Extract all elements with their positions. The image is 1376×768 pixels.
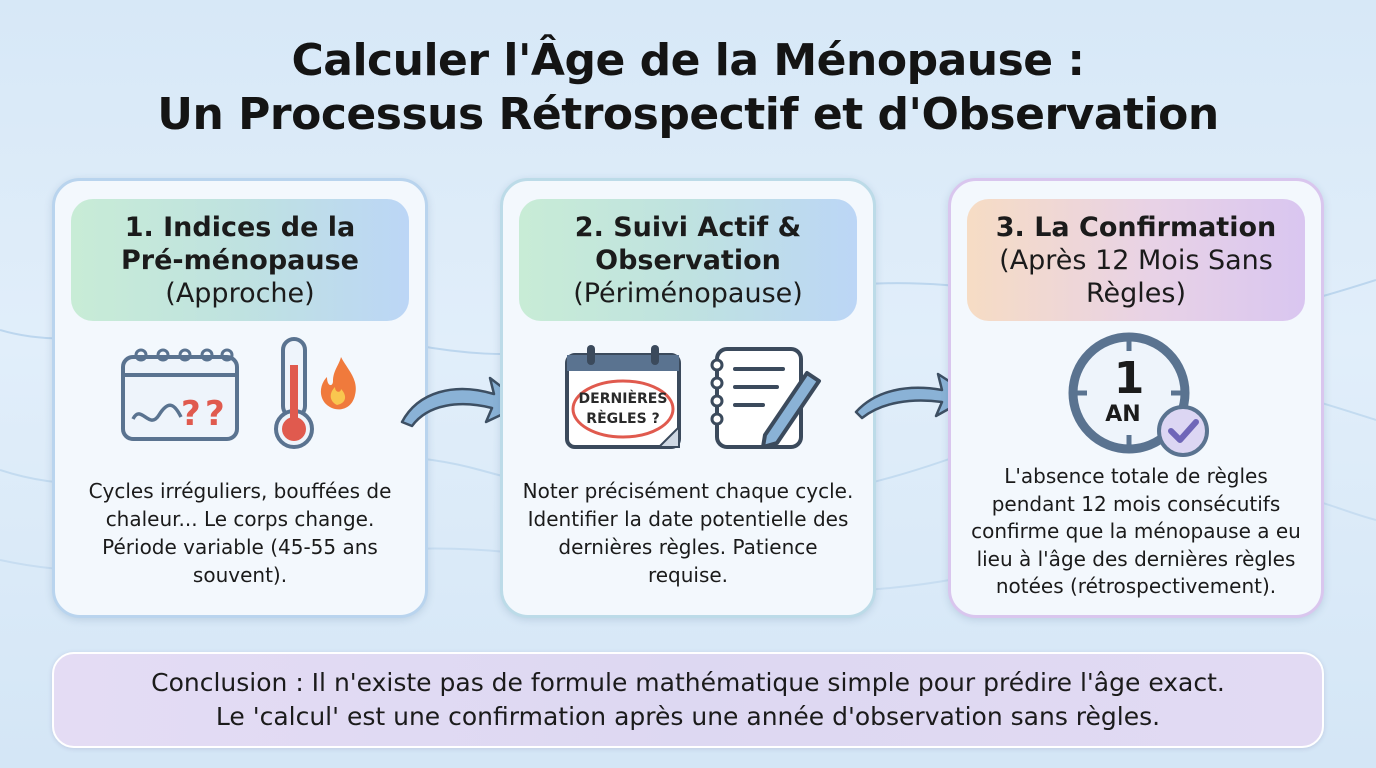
step-2-heading-line-2: Observation — [595, 244, 781, 276]
conclusion-line-2: Le 'calcul' est une confirmation après u… — [215, 702, 1161, 731]
calendar-question-icon: ? ? — [121, 348, 239, 441]
svg-text:?: ? — [205, 394, 225, 434]
clock-number: 1 — [1114, 353, 1145, 404]
step-1-header: 1. Indices de la Pré-ménopause (Approche… — [71, 199, 409, 321]
title-line-1: Calculer l'Âge de la Ménopause : — [291, 35, 1085, 86]
step-1-heading-line-3: (Approche) — [165, 277, 315, 309]
one-year-clock-icon: 1 AN — [1068, 332, 1209, 457]
step-3-icons: 1 AN — [951, 331, 1321, 461]
step-3-heading-line-3: Règles) — [1085, 277, 1186, 309]
conclusion-box: Conclusion : Il n'existe pas de formule … — [52, 652, 1324, 748]
step-2-description: Noter précisément chaque cycle. Identifi… — [522, 479, 854, 587]
step-card-2: 2. Suivi Actif & Observation (Périménopa… — [500, 178, 876, 618]
step-2-heading-line-1: 2. Suivi Actif & — [574, 211, 802, 243]
step-2-header: 2. Suivi Actif & Observation (Périménopa… — [519, 199, 857, 321]
step-1-heading-line-2: Pré-ménopause — [121, 244, 359, 276]
conclusion-line-1: Conclusion : Il n'existe pas de formule … — [151, 668, 1225, 697]
step-card-3: 3. La Confirmation (Après 12 Mois Sans R… — [948, 178, 1324, 618]
svg-text:?: ? — [181, 394, 201, 434]
calendar-last-period-icon: DERNIÈRES RÈGLES ? — [565, 345, 681, 449]
notebook-pen-icon — [710, 347, 821, 449]
clock-unit: AN — [1105, 402, 1140, 427]
page-title: Calculer l'Âge de la Ménopause : Un Proc… — [0, 34, 1376, 142]
step-1-icons: ? ? — [55, 331, 425, 461]
step-card-1: 1. Indices de la Pré-ménopause (Approche… — [52, 178, 428, 618]
calendar-label-line-1: DERNIÈRES — [579, 390, 668, 407]
title-line-2: Un Processus Rétrospectif et d'Observati… — [157, 89, 1219, 140]
step-2-icons: DERNIÈRES RÈGLES ? — [503, 331, 873, 461]
step-3-header: 3. La Confirmation (Après 12 Mois Sans R… — [967, 199, 1305, 321]
step-1-description: Cycles irréguliers, bouffées de chaleur.… — [88, 479, 392, 587]
calendar-label-line-2: RÈGLES ? — [586, 410, 659, 427]
step-3-description: L'absence totale de règles pendant 12 mo… — [971, 464, 1301, 598]
step-2-heading-line-3: (Périménopause) — [573, 277, 803, 309]
checkmark-icon — [1157, 405, 1209, 457]
step-3-heading-line-2: (Après 12 Mois Sans — [999, 244, 1273, 276]
step-1-heading-line-1: 1. Indices de la — [124, 211, 356, 243]
thermometer-flame-icon — [274, 337, 356, 449]
step-3-heading-line-1: 3. La Confirmation — [995, 211, 1277, 243]
